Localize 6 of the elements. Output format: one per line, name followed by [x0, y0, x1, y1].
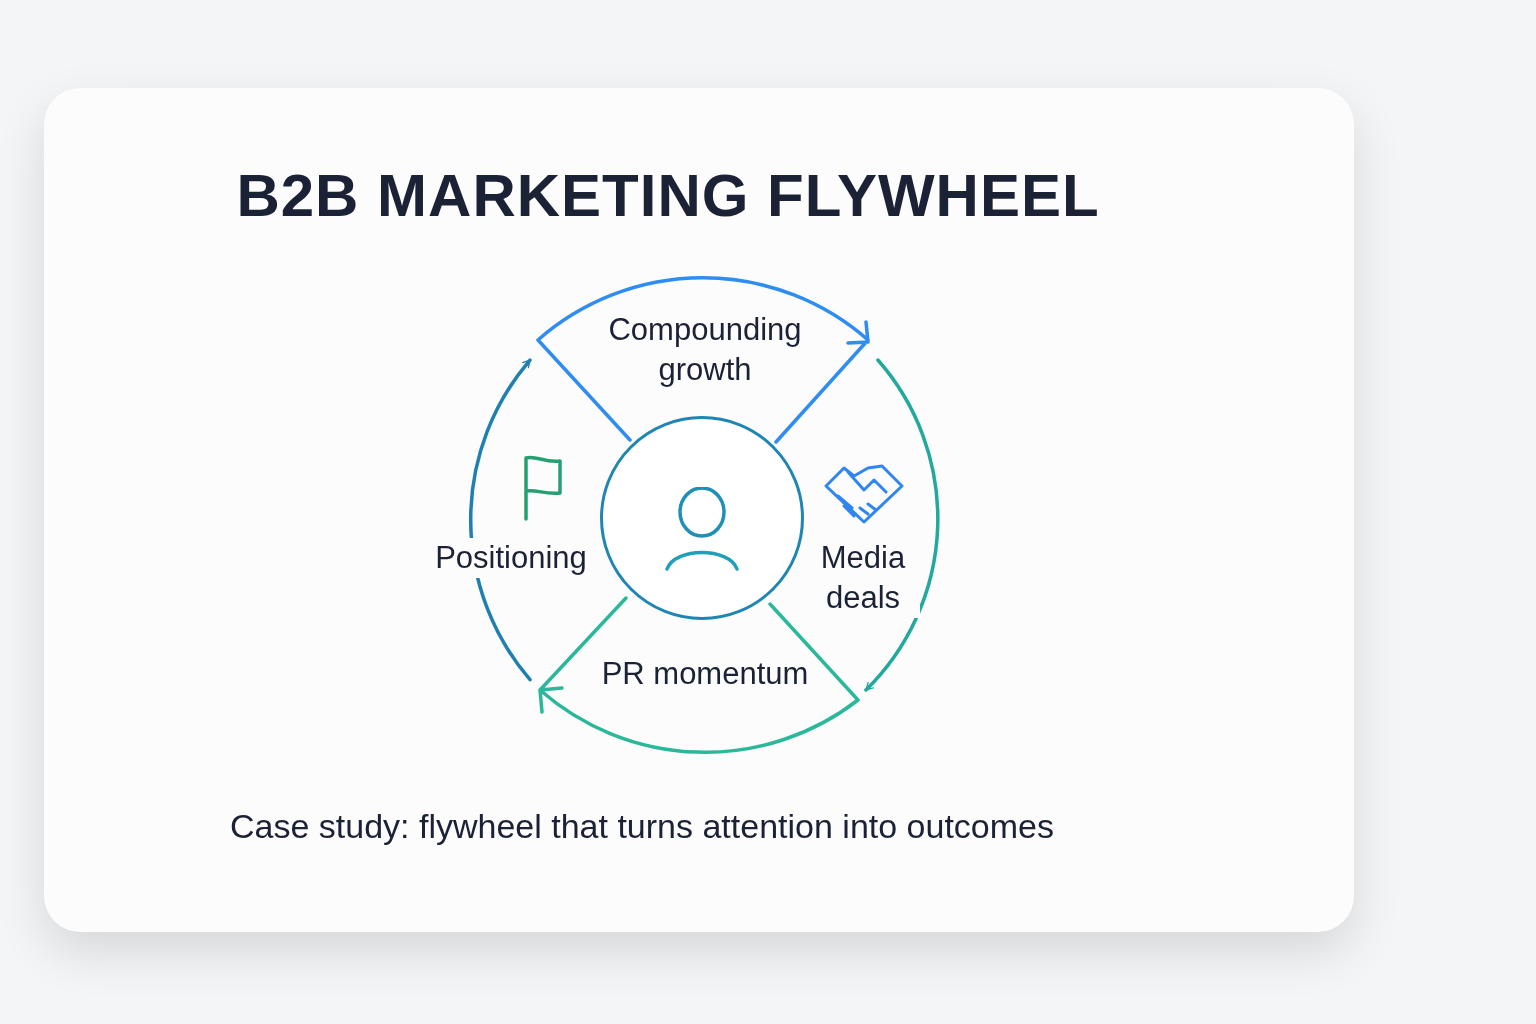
caption: Case study: flywheel that turns attention into outcomes [230, 806, 1055, 847]
sector-label: Compounding growth [607, 311, 803, 389]
cycle-arrow [469, 358, 532, 682]
sector-label: PR momentum [600, 655, 810, 693]
cycle-arrow [864, 358, 940, 692]
title: B2B MARKETING FLYWHEEL [235, 161, 1101, 231]
